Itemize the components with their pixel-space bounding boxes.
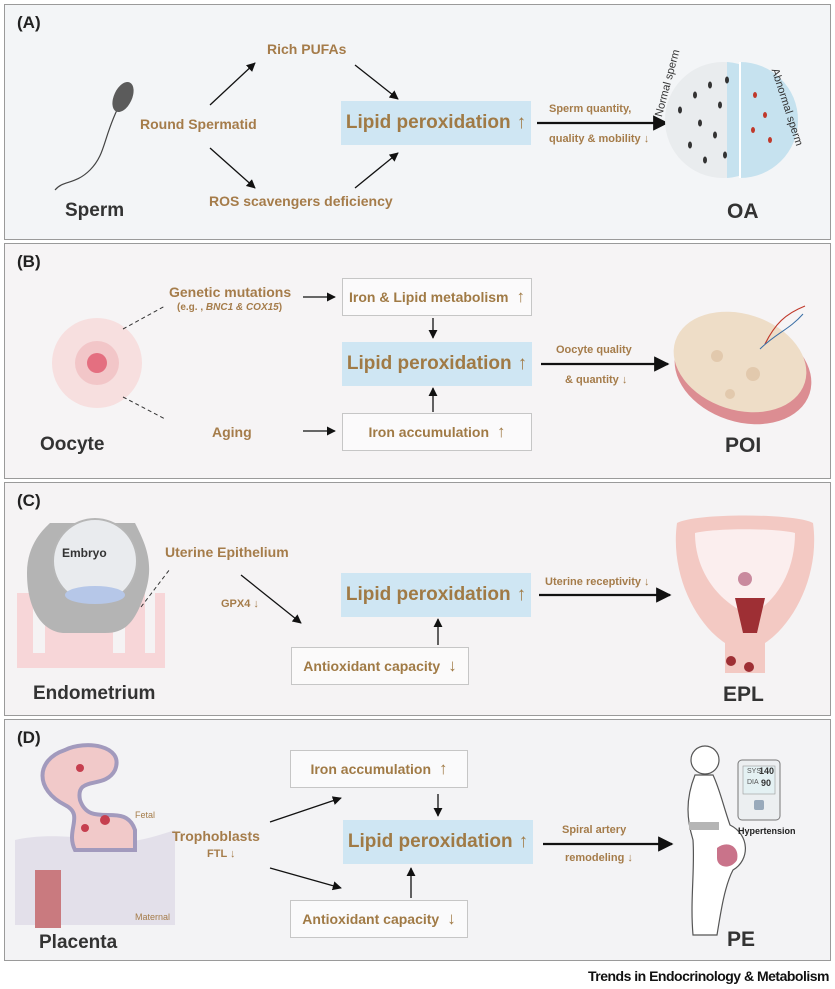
panel-b-graphics <box>52 292 812 436</box>
up-arrow-icon: ↑ <box>517 353 528 374</box>
antioxidant-capacity-box-c: Antioxidant capacity ↓ <box>291 647 469 685</box>
up-arrow-icon: ↑ <box>516 584 527 605</box>
rich-pufas-label: Rich PUFAs <box>267 41 347 57</box>
trophoblasts-label: Trophoblasts <box>172 828 260 844</box>
endometrium-title: Endometrium <box>33 683 156 704</box>
iron-accumulation-box-b: Iron accumulation ↑ <box>342 413 532 451</box>
arrow-ros-to-lp <box>354 152 399 189</box>
down-arrow-icon: ↓ <box>627 852 633 864</box>
up-arrow-icon: ↑ <box>516 112 527 133</box>
spiral-artery-line1: Spiral artery <box>562 824 627 836</box>
dashed-line-epithelium <box>140 568 171 608</box>
embryo-label: Embryo <box>62 546 107 560</box>
ros-deficiency-label: ROS scavengers deficiency <box>209 193 393 209</box>
sperm-outcome-line2: quality & mobility ↓ <box>549 133 650 145</box>
fetal-label: Fetal <box>135 810 156 820</box>
uterine-receptivity-label: Uterine receptivity ↓ <box>545 576 650 588</box>
arrow-epithelium-to-lp <box>240 574 302 624</box>
panel-b: (B) Genetic mutations <box>4 243 831 479</box>
oocyte-outcome-line1: Oocyte quality <box>556 344 632 356</box>
uterus-illustration <box>675 515 815 673</box>
down-arrow-icon: ↓ <box>621 374 628 386</box>
down-arrow-icon: ↓ <box>643 133 650 145</box>
lipid-peroxidation-box-d: Lipid peroxidation ↑ <box>343 820 533 864</box>
down-arrow-icon: ↓ <box>644 576 650 588</box>
down-arrow-icon: ↓ <box>230 848 236 860</box>
up-arrow-icon: ↑ <box>518 831 529 852</box>
panel-a-tag: (A) <box>17 13 41 32</box>
aging-label: Aging <box>212 424 252 440</box>
pregnant-figure-illustration <box>687 745 746 936</box>
arrow-spermatid-to-pufas <box>209 62 256 106</box>
panel-a: (A) <box>4 4 831 240</box>
oocyte-outcome-line2: & quantity ↓ <box>565 374 628 386</box>
panel-c-tag: (C) <box>17 491 41 510</box>
epl-title: EPL <box>723 683 764 706</box>
lipid-peroxidation-box-a: Lipid peroxidation ↑ <box>341 101 531 145</box>
placenta-title: Placenta <box>39 932 118 953</box>
down-arrow-icon: ↓ <box>448 656 457 675</box>
bp-sys-label: SYS <box>747 768 762 775</box>
gene-cox15: COX15 <box>245 302 279 313</box>
oocyte-title: Oocyte <box>40 434 105 455</box>
genetic-mutations-label: Genetic mutations <box>169 284 292 300</box>
endometrium-illustration <box>17 518 165 668</box>
genetic-example-label: (e.g. , BNC1 & COX15) <box>177 302 283 313</box>
panel-c-graphics <box>17 515 815 673</box>
lipid-peroxidation-box-c: Lipid peroxidation ↑ <box>341 573 531 617</box>
iron-lipid-metabolism-box: Iron & Lipid metabolism ↑ <box>342 278 532 316</box>
bp-dia-label: DIA <box>747 779 759 786</box>
antioxidant-capacity-box-d: Antioxidant capacity ↓ <box>290 900 468 938</box>
up-arrow-icon: ↑ <box>497 422 506 441</box>
round-spermatid-label: Round Spermatid <box>140 116 257 132</box>
bp-sys-value: 140 <box>759 766 775 776</box>
iron-accumulation-box-d: Iron accumulation ↑ <box>290 750 468 788</box>
arrow-trophoblasts-to-iron <box>269 796 342 823</box>
dashed-line-genetic <box>122 305 166 330</box>
gpx4-label: GPX4 ↓ <box>221 598 259 610</box>
hypertension-label: Hypertension <box>738 826 796 836</box>
down-arrow-icon: ↓ <box>447 909 456 928</box>
oa-title: OA <box>727 200 759 223</box>
sperm-title: Sperm <box>65 200 125 221</box>
up-arrow-icon: ↑ <box>516 287 525 306</box>
bp-dia-value: 90 <box>761 778 772 788</box>
up-arrow-icon: ↑ <box>439 759 448 778</box>
uterine-epithelium-label: Uterine Epithelium <box>165 544 289 560</box>
panel-a-graphics <box>54 62 798 191</box>
arrow-trophoblasts-to-antioxidant <box>269 867 342 891</box>
placenta-illustration <box>15 743 175 928</box>
arrow-spermatid-to-ros <box>209 147 256 189</box>
panel-d: (D) <box>4 719 831 961</box>
panel-d-graphics <box>15 743 781 936</box>
spiral-artery-line2: remodeling ↓ <box>565 852 633 864</box>
gene-bnc1: BNC1 <box>205 302 234 313</box>
down-arrow-icon: ↓ <box>253 598 259 610</box>
maternal-label: Maternal <box>135 912 171 922</box>
sperm-comparison-circle <box>665 62 798 178</box>
lipid-peroxidation-label-a: Lipid peroxidation <box>345 112 511 133</box>
panel-c: (C) Embryo Uterine Epithelium <box>4 482 831 716</box>
poi-title: POI <box>725 434 762 457</box>
sperm-outcome-line1: Sperm quantity, <box>549 103 632 115</box>
dashed-line-aging <box>122 396 166 420</box>
arrow-pufas-to-lp <box>354 64 399 100</box>
pe-title: PE <box>727 928 756 951</box>
journal-footer: Trends in Endocrinology & Metabolism <box>587 968 830 984</box>
panel-d-tag: (D) <box>17 728 41 747</box>
oocyte-illustration <box>52 318 142 408</box>
blood-pressure-monitor-illustration <box>737 759 781 821</box>
ftl-label: FTL ↓ <box>207 848 236 860</box>
ovary-illustration <box>673 305 812 425</box>
sperm-illustration <box>54 82 134 191</box>
lipid-peroxidation-box-b: Lipid peroxidation ↑ <box>342 342 532 386</box>
panel-b-tag: (B) <box>17 252 41 271</box>
